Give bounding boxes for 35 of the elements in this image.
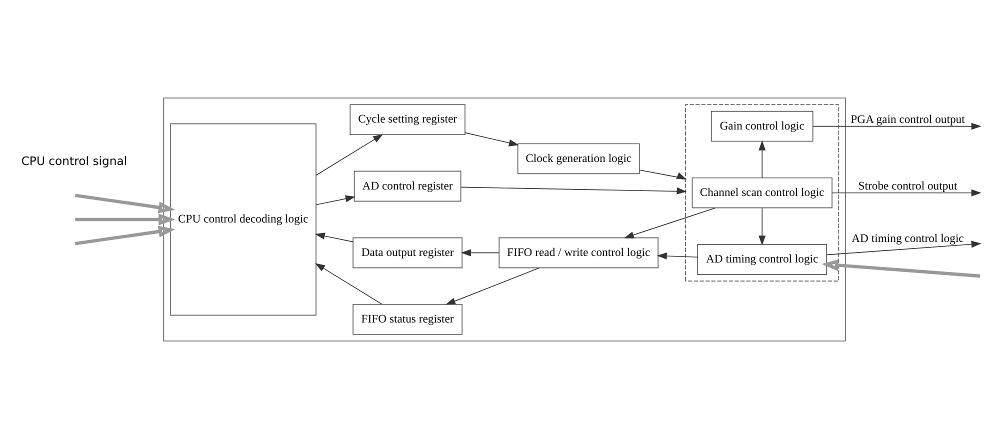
node-box: Cycle setting register	[350, 104, 466, 136]
arrow	[460, 186, 687, 194]
arrow	[624, 208, 716, 238]
edge-label: PGA gain control output	[850, 113, 965, 126]
node-box: CPU control decoding logic	[170, 123, 316, 316]
arrow	[758, 208, 766, 246]
node-box: Data output register	[352, 237, 462, 268]
node-box: AD control register	[354, 170, 462, 202]
arrow	[445, 267, 540, 305]
arrow	[758, 140, 766, 178]
node-box: Gain control logic	[710, 110, 814, 142]
arrow	[314, 232, 354, 242]
label: CPU control signal	[21, 154, 128, 168]
node-box: Channel scan control logic	[692, 177, 832, 208]
arrow	[826, 240, 982, 256]
node-box: FIFO status register	[352, 304, 462, 335]
arrow	[460, 249, 500, 256]
arrow	[832, 189, 982, 196]
arrow	[812, 122, 982, 130]
edge-label: AD timing control logic	[852, 232, 964, 246]
arrow	[74, 194, 176, 214]
node-box: FIFO read / write control logic	[498, 237, 658, 268]
arrow	[656, 252, 698, 260]
arrow	[316, 195, 356, 206]
cluster	[163, 98, 846, 342]
arrow	[316, 134, 384, 176]
arrow	[639, 170, 687, 180]
arrow	[74, 226, 176, 246]
arrow	[822, 259, 980, 278]
arrow	[75, 214, 176, 226]
node-box: Clock generation logic	[517, 143, 640, 174]
node-box: AD timing control logic	[697, 244, 828, 275]
arrow	[464, 132, 519, 146]
arrow	[315, 263, 382, 305]
edge-label: Strobe control output	[858, 180, 958, 193]
